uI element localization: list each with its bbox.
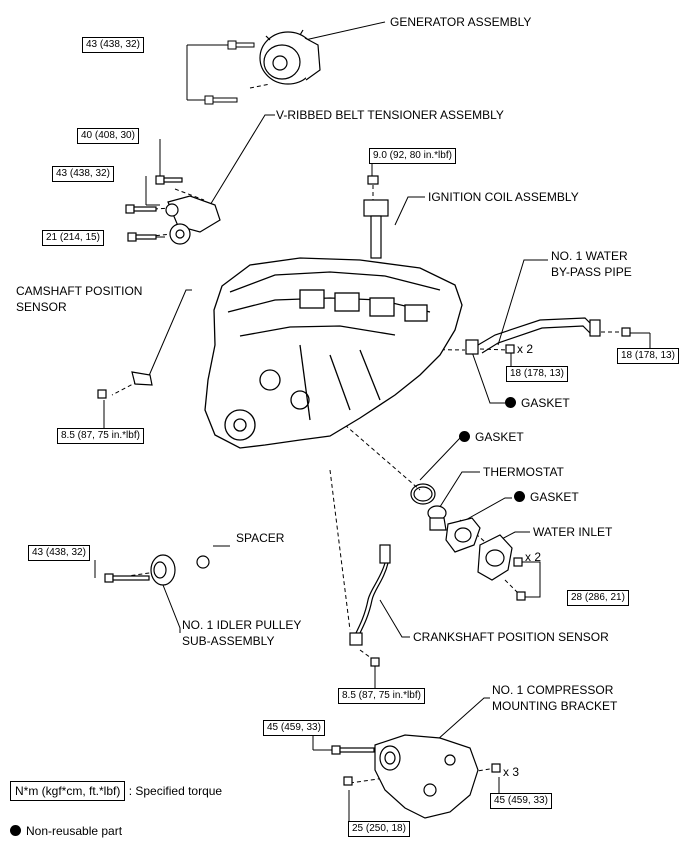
torque-crankshaft-sensor: 8.5 (87, 75 in.*lbf) [338, 688, 425, 704]
engine-block-drawing [204, 257, 463, 449]
tensioner-assembly-drawing [125, 175, 221, 245]
idler-pulley-drawing [104, 554, 210, 586]
label-compressor-line1: NO. 1 COMPRESSOR [492, 683, 614, 697]
legend-non-reusable: Non-reusable part [10, 824, 122, 838]
torque-camshaft-sensor: 8.5 (87, 75 in.*lbf) [57, 428, 144, 444]
torque-tensioner-mid: 43 (438, 32) [52, 166, 114, 182]
generator-assembly-drawing [259, 29, 321, 85]
torque-pipe-right: 18 (178, 13) [617, 348, 679, 364]
legend-unit-box: N*m (kgf*cm, ft.*lbf) [10, 781, 126, 801]
label-compressor-line2: MOUNTING BRACKET [492, 699, 618, 713]
label-spacer: SPACER [236, 531, 285, 545]
torque-tensioner-low: 21 (214, 15) [42, 230, 104, 246]
label-quantity-pipe: x 2 [517, 342, 534, 356]
label-quantity-bracket: x 3 [503, 765, 520, 779]
label-quantity-inlet: x 2 [525, 550, 542, 564]
torque-pipe-left: 18 (178, 13) [506, 366, 568, 382]
water-bypass-pipe-drawing [465, 317, 631, 355]
label-gasket-pipe: GASKET [505, 396, 570, 410]
label-water-pipe-line2: BY-PASS PIPE [551, 265, 632, 279]
torque-ignition-coil: 9.0 (92, 80 in.*lbf) [369, 148, 456, 164]
label-gasket-inlet: GASKET [514, 490, 579, 504]
label-camshaft-line2: SENSOR [16, 300, 67, 314]
label-gasket-ring: GASKET [459, 430, 524, 444]
label-generator-assembly: GENERATOR ASSEMBLY [390, 15, 532, 29]
non-reusable-dot-icon [505, 397, 516, 408]
torque-generator: 43 (438, 32) [82, 37, 144, 53]
ignition-coil-drawing [363, 175, 389, 259]
torque-bracket-top: 45 (459, 33) [263, 720, 325, 736]
non-reusable-dot-icon [459, 431, 470, 442]
camshaft-sensor-drawing [97, 371, 153, 399]
water-inlet-drawing [477, 534, 526, 601]
torque-bracket-low: 25 (250, 18) [348, 821, 410, 837]
label-camshaft-line1: CAMSHAFT POSITION [16, 284, 143, 298]
label-water-pipe-line1: NO. 1 WATER [551, 249, 628, 263]
label-tensioner-assembly: V-RIBBED BELT TENSIONER ASSEMBLY [276, 108, 504, 122]
torque-idler-pulley: 43 (438, 32) [28, 545, 90, 561]
torque-water-inlet: 28 (286, 21) [567, 590, 629, 606]
label-crankshaft-sensor: CRANKSHAFT POSITION SENSOR [413, 630, 609, 644]
label-idler-line2: SUB-ASSEMBLY [182, 634, 275, 648]
compressor-bracket-drawing [331, 734, 501, 819]
non-reusable-dot-icon [10, 825, 21, 836]
label-water-inlet: WATER INLET [533, 525, 613, 539]
crankshaft-sensor-drawing [349, 544, 391, 667]
label-ignition-coil: IGNITION COIL ASSEMBLY [428, 190, 579, 204]
torque-bracket-right: 45 (459, 33) [490, 793, 552, 809]
thermostat-drawing [410, 483, 481, 553]
torque-tensioner-top: 40 (408, 30) [77, 128, 139, 144]
label-idler-line1: NO. 1 IDLER PULLEY [182, 618, 302, 632]
non-reusable-dot-icon [514, 491, 525, 502]
legend-torque: N*m (kgf*cm, ft.*lbf) : Specified torque [10, 781, 223, 801]
label-thermostat: THERMOSTAT [483, 465, 564, 479]
generator-bolts [204, 40, 255, 105]
legend-unit-text: : Specified torque [128, 784, 223, 798]
